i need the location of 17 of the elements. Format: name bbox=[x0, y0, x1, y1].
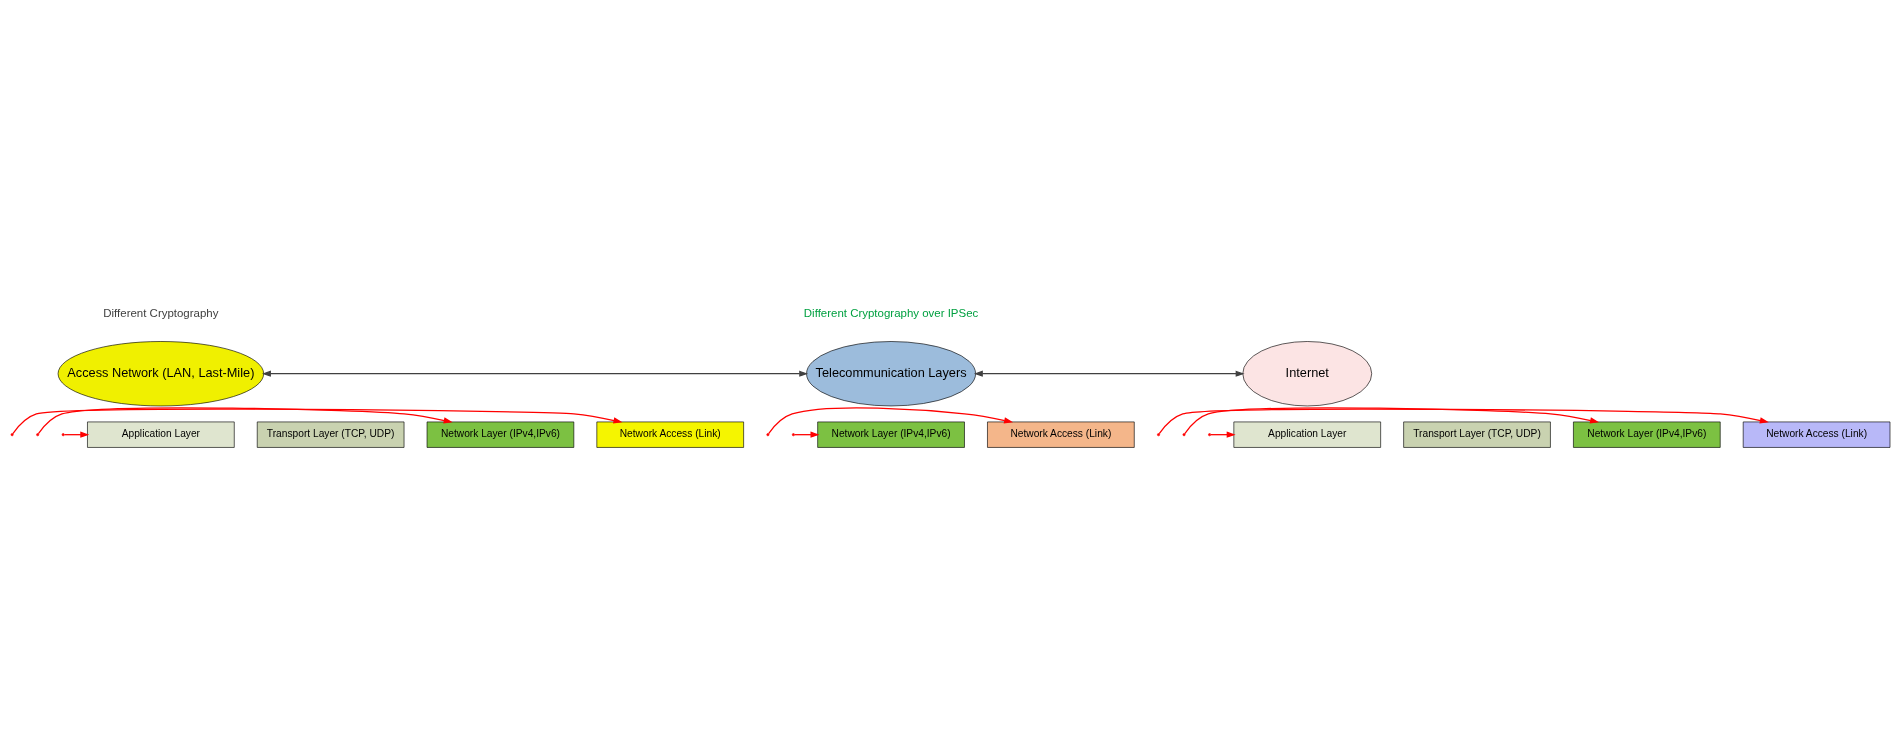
node-box: Application Layer bbox=[1233, 421, 1381, 448]
node-ellipse: Telecommunication Layers bbox=[806, 340, 976, 406]
node-box: Transport Layer (TCP, UDP) bbox=[256, 421, 405, 448]
node-box: Network Access (Link) bbox=[596, 421, 744, 448]
arrow bbox=[973, 370, 1245, 377]
label: Different Cryptography bbox=[103, 306, 219, 319]
node-ellipse: Access Network (LAN, Last-Mile) bbox=[57, 340, 264, 406]
node-ellipse: Internet bbox=[1242, 340, 1373, 406]
node-box: Application Layer bbox=[87, 421, 235, 448]
node-box: Transport Layer (TCP, UDP) bbox=[1403, 421, 1551, 448]
label: Different Cryptography over IPSec bbox=[803, 306, 979, 319]
node-box: Network Layer (IPv4,IPv6) bbox=[817, 421, 965, 448]
node-box: Network Access (Link) bbox=[987, 421, 1135, 448]
arrow bbox=[261, 370, 809, 377]
node-box: Network Access (Link) bbox=[1742, 421, 1891, 448]
node-box: Network Layer (IPv4,IPv6) bbox=[1573, 421, 1721, 448]
node-box: Network Layer (IPv4,IPv6) bbox=[426, 421, 575, 448]
